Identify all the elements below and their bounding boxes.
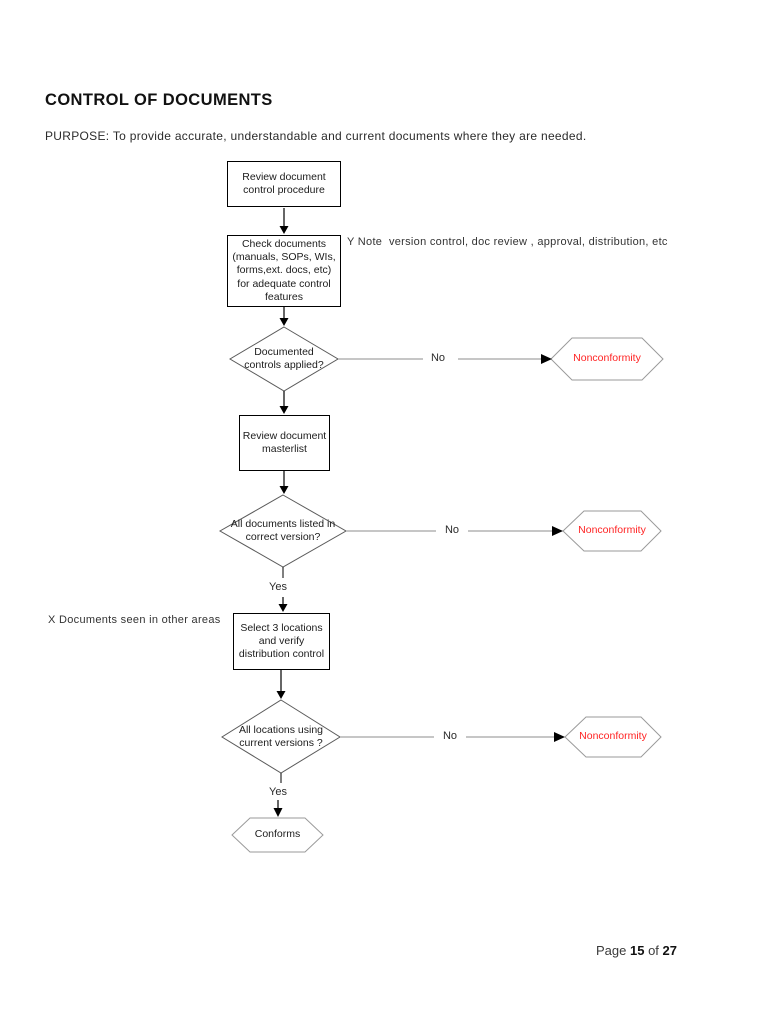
nonconformity3-hexagon: [564, 716, 662, 758]
arrowhead: [554, 732, 565, 742]
process-check-documents: Check documents (manuals, SOPs, WIs, for…: [227, 235, 341, 307]
arrowhead: [541, 354, 552, 364]
decision-locations-current: All locations using current versions ?: [238, 723, 324, 749]
annotation-note-x: X Documents seen in other areas: [48, 614, 221, 626]
nonconformity-terminal-3: Nonconformity: [579, 730, 647, 743]
footer-page-word: Page: [595, 943, 627, 958]
process-select-locations: Select 3 locations and verify distributi…: [233, 613, 330, 670]
process-review-masterlist: Review document masterlist: [239, 415, 330, 471]
nonconformity2-hexagon: [562, 510, 662, 552]
page-title: CONTROL OF DOCUMENTS: [45, 91, 273, 109]
arrowhead: [278, 604, 288, 612]
page-footer: Page 15 of 27: [596, 943, 677, 958]
branch-label-no-3: No: [442, 730, 458, 742]
conforms-terminal: Conforms: [254, 828, 301, 841]
branch-label-no-1: No: [430, 352, 446, 364]
footer-of-word: of: [648, 943, 659, 958]
branch-label-yes-1: Yes: [269, 581, 287, 593]
annotation-note-y: Y Note version control, doc review , app…: [347, 236, 668, 248]
conforms-hexagon: [231, 817, 324, 853]
footer-total-pages: 27: [662, 943, 677, 958]
arrowhead: [273, 808, 283, 817]
branch-label-yes-2: Yes: [269, 786, 287, 798]
nonconformity-terminal-2: Nonconformity: [578, 524, 646, 537]
process-review-control-procedure: Review document control procedure: [227, 161, 341, 207]
footer-page-number: 15: [629, 943, 645, 958]
arrowhead: [552, 526, 563, 536]
arrowhead: [279, 486, 289, 494]
decision-documented-controls: Documented controls applied?: [244, 345, 324, 371]
arrowhead: [276, 691, 286, 699]
nonconformity1-hexagon: [550, 337, 664, 381]
arrowhead: [279, 226, 289, 234]
arrowhead: [279, 406, 289, 414]
purpose-text: PURPOSE: To provide accurate, understand…: [45, 129, 587, 143]
arrowhead: [279, 318, 289, 326]
nonconformity-terminal-1: Nonconformity: [573, 352, 641, 365]
decision-documents-listed: All documents listed in correct version?: [230, 517, 336, 543]
branch-label-no-2: No: [444, 524, 460, 536]
